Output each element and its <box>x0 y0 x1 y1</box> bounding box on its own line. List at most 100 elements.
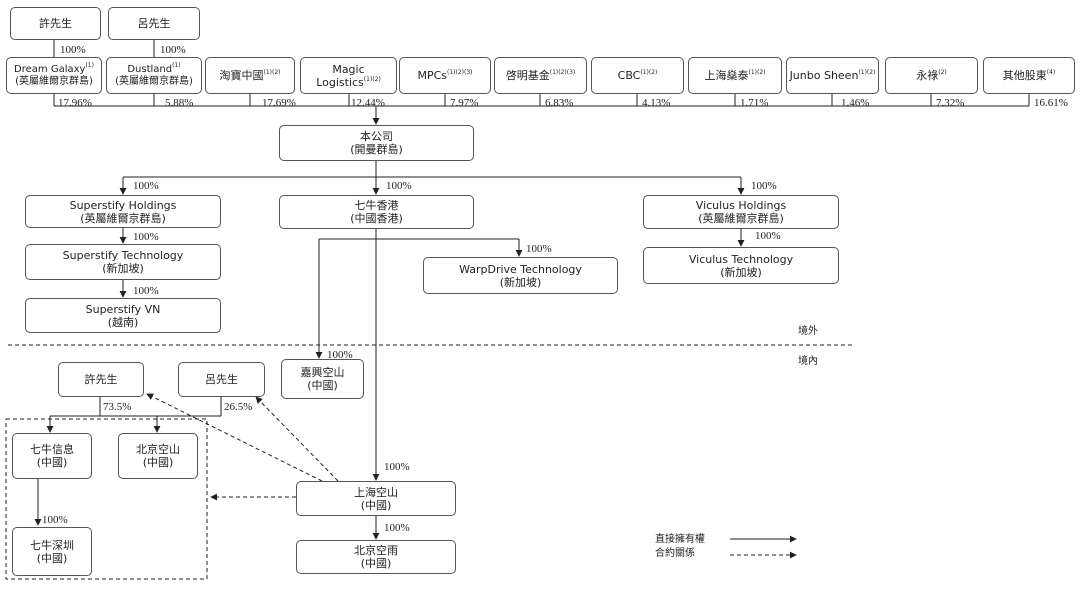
shareholder-name: 其他股東 <box>1002 69 1047 82</box>
shareholder-mpcs: MPCs(1)(2)(3) <box>399 57 491 94</box>
entity-name: WarpDrive Technology <box>459 262 582 276</box>
region-label-offshore: 境外 <box>798 326 818 337</box>
entity-jurisdiction: (中國) <box>142 456 174 469</box>
region-label-onshore: 境內 <box>798 356 818 367</box>
shareholder-dustland: Dustland(1) (英屬維爾京群島) <box>106 57 202 94</box>
ownership-pct-label: 100% <box>384 461 410 473</box>
entity-jurisdiction: (新加坡) <box>499 275 542 289</box>
shareholder-yonglu: 永祿(2) <box>885 57 978 94</box>
shareholder-junbo-sheen: Junbo Sheen(1)(2) <box>786 57 879 94</box>
shareholder-qiming-fund: 啓明基金(1)(2)(3) <box>494 57 587 94</box>
shareholder-jurisdiction: (英屬維爾京群島) <box>15 75 93 87</box>
shareholder-name-line2: Logistics <box>316 75 364 89</box>
entity-jurisdiction: (中國) <box>307 379 338 392</box>
footnote-ref: (1)(2)(3) <box>549 69 576 76</box>
ownership-pct-label: 5.88% <box>165 97 194 109</box>
footnote-ref: (1)(2) <box>363 75 381 83</box>
shareholder-name: Magic <box>332 62 365 76</box>
shareholder-name: 啓明基金 <box>505 69 550 82</box>
entity-jurisdiction: (中國) <box>360 557 392 570</box>
shareholder-name: 永祿 <box>916 69 939 82</box>
entity-jurisdiction: (開曼群島) <box>350 143 403 156</box>
entity-superstify-technology: Superstify Technology (新加坡) <box>25 244 221 280</box>
ownership-pct-label: 100% <box>60 44 86 56</box>
shareholder-other: 其他股東(4) <box>983 57 1075 94</box>
footnote-ref: (1)(2) <box>748 69 766 76</box>
entity-jurisdiction: (英屬維爾京群島) <box>698 212 784 225</box>
entity-jurisdiction: (中國香港) <box>350 212 403 225</box>
entity-jurisdiction: (中國) <box>36 456 68 469</box>
entity-jurisdiction: (中國) <box>36 551 68 565</box>
footnote-ref: (1)(2) <box>640 69 658 76</box>
entity-name: 七牛深圳 <box>30 538 74 552</box>
footnote-ref: (1) <box>85 61 94 69</box>
person-mr-xu: 許先生 <box>58 362 144 397</box>
ownership-pct-label: 73.5% <box>103 401 132 413</box>
ownership-pct-label: 100% <box>133 231 159 243</box>
ownership-pct-label: 1.46% <box>841 97 870 109</box>
shareholder-name: 上海燊泰 <box>704 69 749 82</box>
footnote-ref: (1)(2) <box>263 69 281 76</box>
footnote-ref: (1)(2)(3) <box>447 69 473 76</box>
shareholder-jurisdiction: (英屬維爾京群島) <box>115 75 193 87</box>
entity-viculus-holdings: Viculus Holdings (英屬維爾京群島) <box>643 195 839 229</box>
ownership-pct-label: 100% <box>160 44 186 56</box>
shareholder-cbc: CBC(1)(2) <box>591 57 684 94</box>
footnote-ref: (1)(2) <box>858 69 876 76</box>
ownership-pct-label: 100% <box>755 230 781 242</box>
entity-name: Superstify Technology <box>62 249 184 262</box>
entity-jurisdiction: (新加坡) <box>102 262 144 275</box>
entity-name: 呂先生 <box>205 373 238 386</box>
entity-name: 嘉興空山 <box>300 366 345 379</box>
ownership-pct-label: 100% <box>526 243 552 255</box>
entity-jurisdiction: (新加坡) <box>720 265 762 279</box>
footnote-ref: (1) <box>172 61 181 69</box>
shareholder-magic-logistics: Magic Logistics(1)(2) <box>300 57 397 94</box>
shareholder-name: Dream Galaxy <box>14 63 86 75</box>
entity-name: 北京空山 <box>136 443 180 456</box>
ownership-pct-label: 17.69% <box>262 97 296 109</box>
entity-warpdrive-technology: WarpDrive Technology (新加坡) <box>423 257 618 294</box>
entity-name: Superstify Holdings <box>69 198 177 212</box>
ownership-pct-label: 100% <box>42 514 68 526</box>
ownership-pct-label: 4.13% <box>642 97 671 109</box>
ownership-pct-label: 16.61% <box>1034 97 1068 109</box>
footnote-ref: (2) <box>938 69 947 76</box>
legend-contractual: 合約關係 <box>655 548 695 559</box>
entity-name: Superstify VN <box>85 302 161 316</box>
ownership-pct-label: 100% <box>384 522 410 534</box>
entity-beijing-kongyu: 北京空雨 (中國) <box>296 540 456 574</box>
holder-name: 許先生 <box>39 17 72 30</box>
entity-name: Viculus Technology <box>688 252 794 266</box>
entity-name: 七牛香港 <box>354 199 399 212</box>
shareholder-shanghai-shentai: 上海燊泰(1)(2) <box>688 57 782 94</box>
ownership-pct-label: 100% <box>386 180 412 192</box>
ownership-pct-label: 6.83% <box>545 97 574 109</box>
entity-jurisdiction: (英屬維爾京群島) <box>80 211 166 225</box>
entity-superstify-vn: Superstify VN (越南) <box>25 298 221 333</box>
footnote-ref: (4) <box>1046 69 1056 76</box>
ownership-pct-label: 100% <box>751 180 777 192</box>
holder-mr-lv-top: 呂先生 <box>108 7 200 40</box>
ownership-pct-label: 12.44% <box>351 97 385 109</box>
ownership-pct-label: 100% <box>327 349 353 361</box>
legend-direct-ownership: 直接擁有權 <box>655 534 705 545</box>
shareholder-name: CBC <box>617 69 641 82</box>
ownership-pct-label: 7.97% <box>450 97 479 109</box>
company-box: 本公司 (開曼群島) <box>279 125 474 161</box>
entity-qiniu-shenzhen: 七牛深圳 (中國) <box>12 527 92 576</box>
entity-qiniu-info: 七牛信息 (中國) <box>12 433 92 479</box>
ownership-pct-label: 17.96% <box>58 97 92 109</box>
person-mr-lv: 呂先生 <box>178 362 265 397</box>
entity-shanghai-kongshan: 上海空山 (中國) <box>296 481 456 516</box>
entity-beijing-kongshan: 北京空山 (中國) <box>118 433 198 479</box>
entity-name: 上海空山 <box>354 485 398 499</box>
shareholder-name: Junbo Sheen <box>789 69 859 82</box>
entity-jurisdiction: (中國) <box>360 498 392 512</box>
entity-name: 北京空雨 <box>354 544 398 557</box>
shareholder-name: MPCs <box>417 69 448 82</box>
entity-name: Viculus Holdings <box>695 199 787 212</box>
entity-name: 許先生 <box>84 373 118 386</box>
holder-name: 呂先生 <box>137 17 171 30</box>
